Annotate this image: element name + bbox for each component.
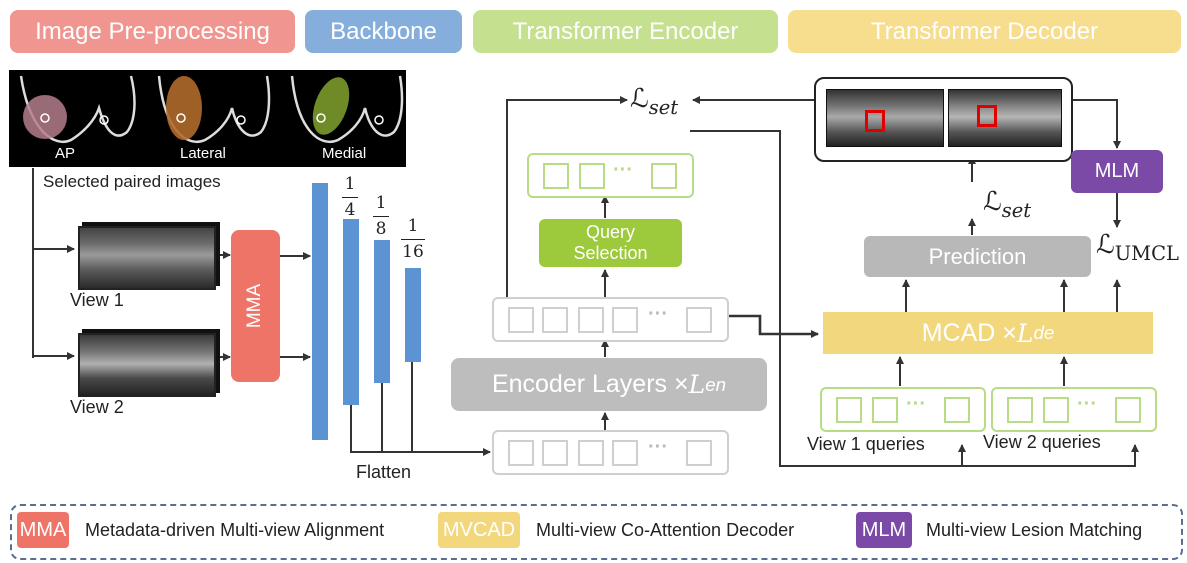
backbone-stage-1-4	[343, 219, 359, 405]
mma-label: MMA	[244, 283, 266, 329]
flatten-label: Flatten	[356, 462, 412, 482]
selected-paired-images-caption: Selected paired images	[43, 172, 221, 191]
prediction-block: Prediction	[864, 236, 1091, 277]
legend-box	[10, 504, 1183, 560]
ultrasound-view-1-image	[78, 226, 216, 290]
view-label-medial: Medial	[322, 145, 367, 162]
legend-mlm-text: Multi-view Lesion Matching	[926, 520, 1143, 540]
banner-image-preprocessing: Image Pre-processing	[10, 10, 295, 53]
mlm-block: MLM	[1071, 150, 1163, 193]
detection-view-2-image	[948, 89, 1062, 147]
view-1-label: View 1	[70, 290, 124, 310]
view-2-queries-label: View 2 queries	[983, 432, 1101, 452]
ultrasound-view-2-image	[78, 333, 216, 397]
query-selection-block: Query Selection	[539, 219, 682, 267]
view-1-queries-label: View 1 queries	[807, 434, 925, 454]
breast-outline-illustration	[19, 75, 404, 143]
legend-mma-chip: MMA	[17, 512, 69, 548]
banner-transformer-decoder: Transformer Decoder	[788, 10, 1181, 53]
view-1-query-tokens: ···	[820, 387, 986, 432]
backbone-stage-main	[312, 183, 328, 440]
legend-mvcad-text: Multi-view Co-Attention Decoder	[536, 520, 795, 540]
view-label-lateral: Lateral	[180, 145, 226, 162]
decoder-detection-panel	[814, 77, 1073, 162]
flattened-token-sequence: ···	[492, 430, 729, 475]
selected-query-tokens: ···	[527, 153, 694, 198]
view-2-label: View 2	[70, 397, 124, 417]
mma-block: MMA	[231, 230, 280, 382]
legend-mma-text: Metadata-driven Multi-view Alignment	[85, 520, 385, 540]
detection-view-1-image	[826, 89, 944, 147]
encoder-output-tokens: ···	[492, 297, 729, 342]
view-label-ap: AP	[55, 145, 76, 162]
lesion-box-view-1	[865, 110, 885, 132]
backbone-stage-1-16	[405, 268, 421, 362]
encoder-loss-set: ℒset	[630, 84, 679, 119]
banner-transformer-encoder: Transformer Encoder	[473, 10, 778, 53]
loss-umcl: ℒUMCL	[1096, 230, 1180, 265]
backbone-stage-1-8	[374, 240, 390, 383]
view-2-query-tokens: ···	[991, 387, 1157, 432]
breast-views-panel: AP Lateral Medial	[9, 70, 406, 167]
lesion-box-view-2	[977, 105, 997, 127]
decoder-loss-set: ℒset	[983, 187, 1032, 222]
banner-backbone: Backbone	[305, 10, 462, 53]
legend-mlm-chip: MLM	[856, 512, 912, 548]
legend-mvcad-chip: MVCAD	[438, 512, 520, 548]
